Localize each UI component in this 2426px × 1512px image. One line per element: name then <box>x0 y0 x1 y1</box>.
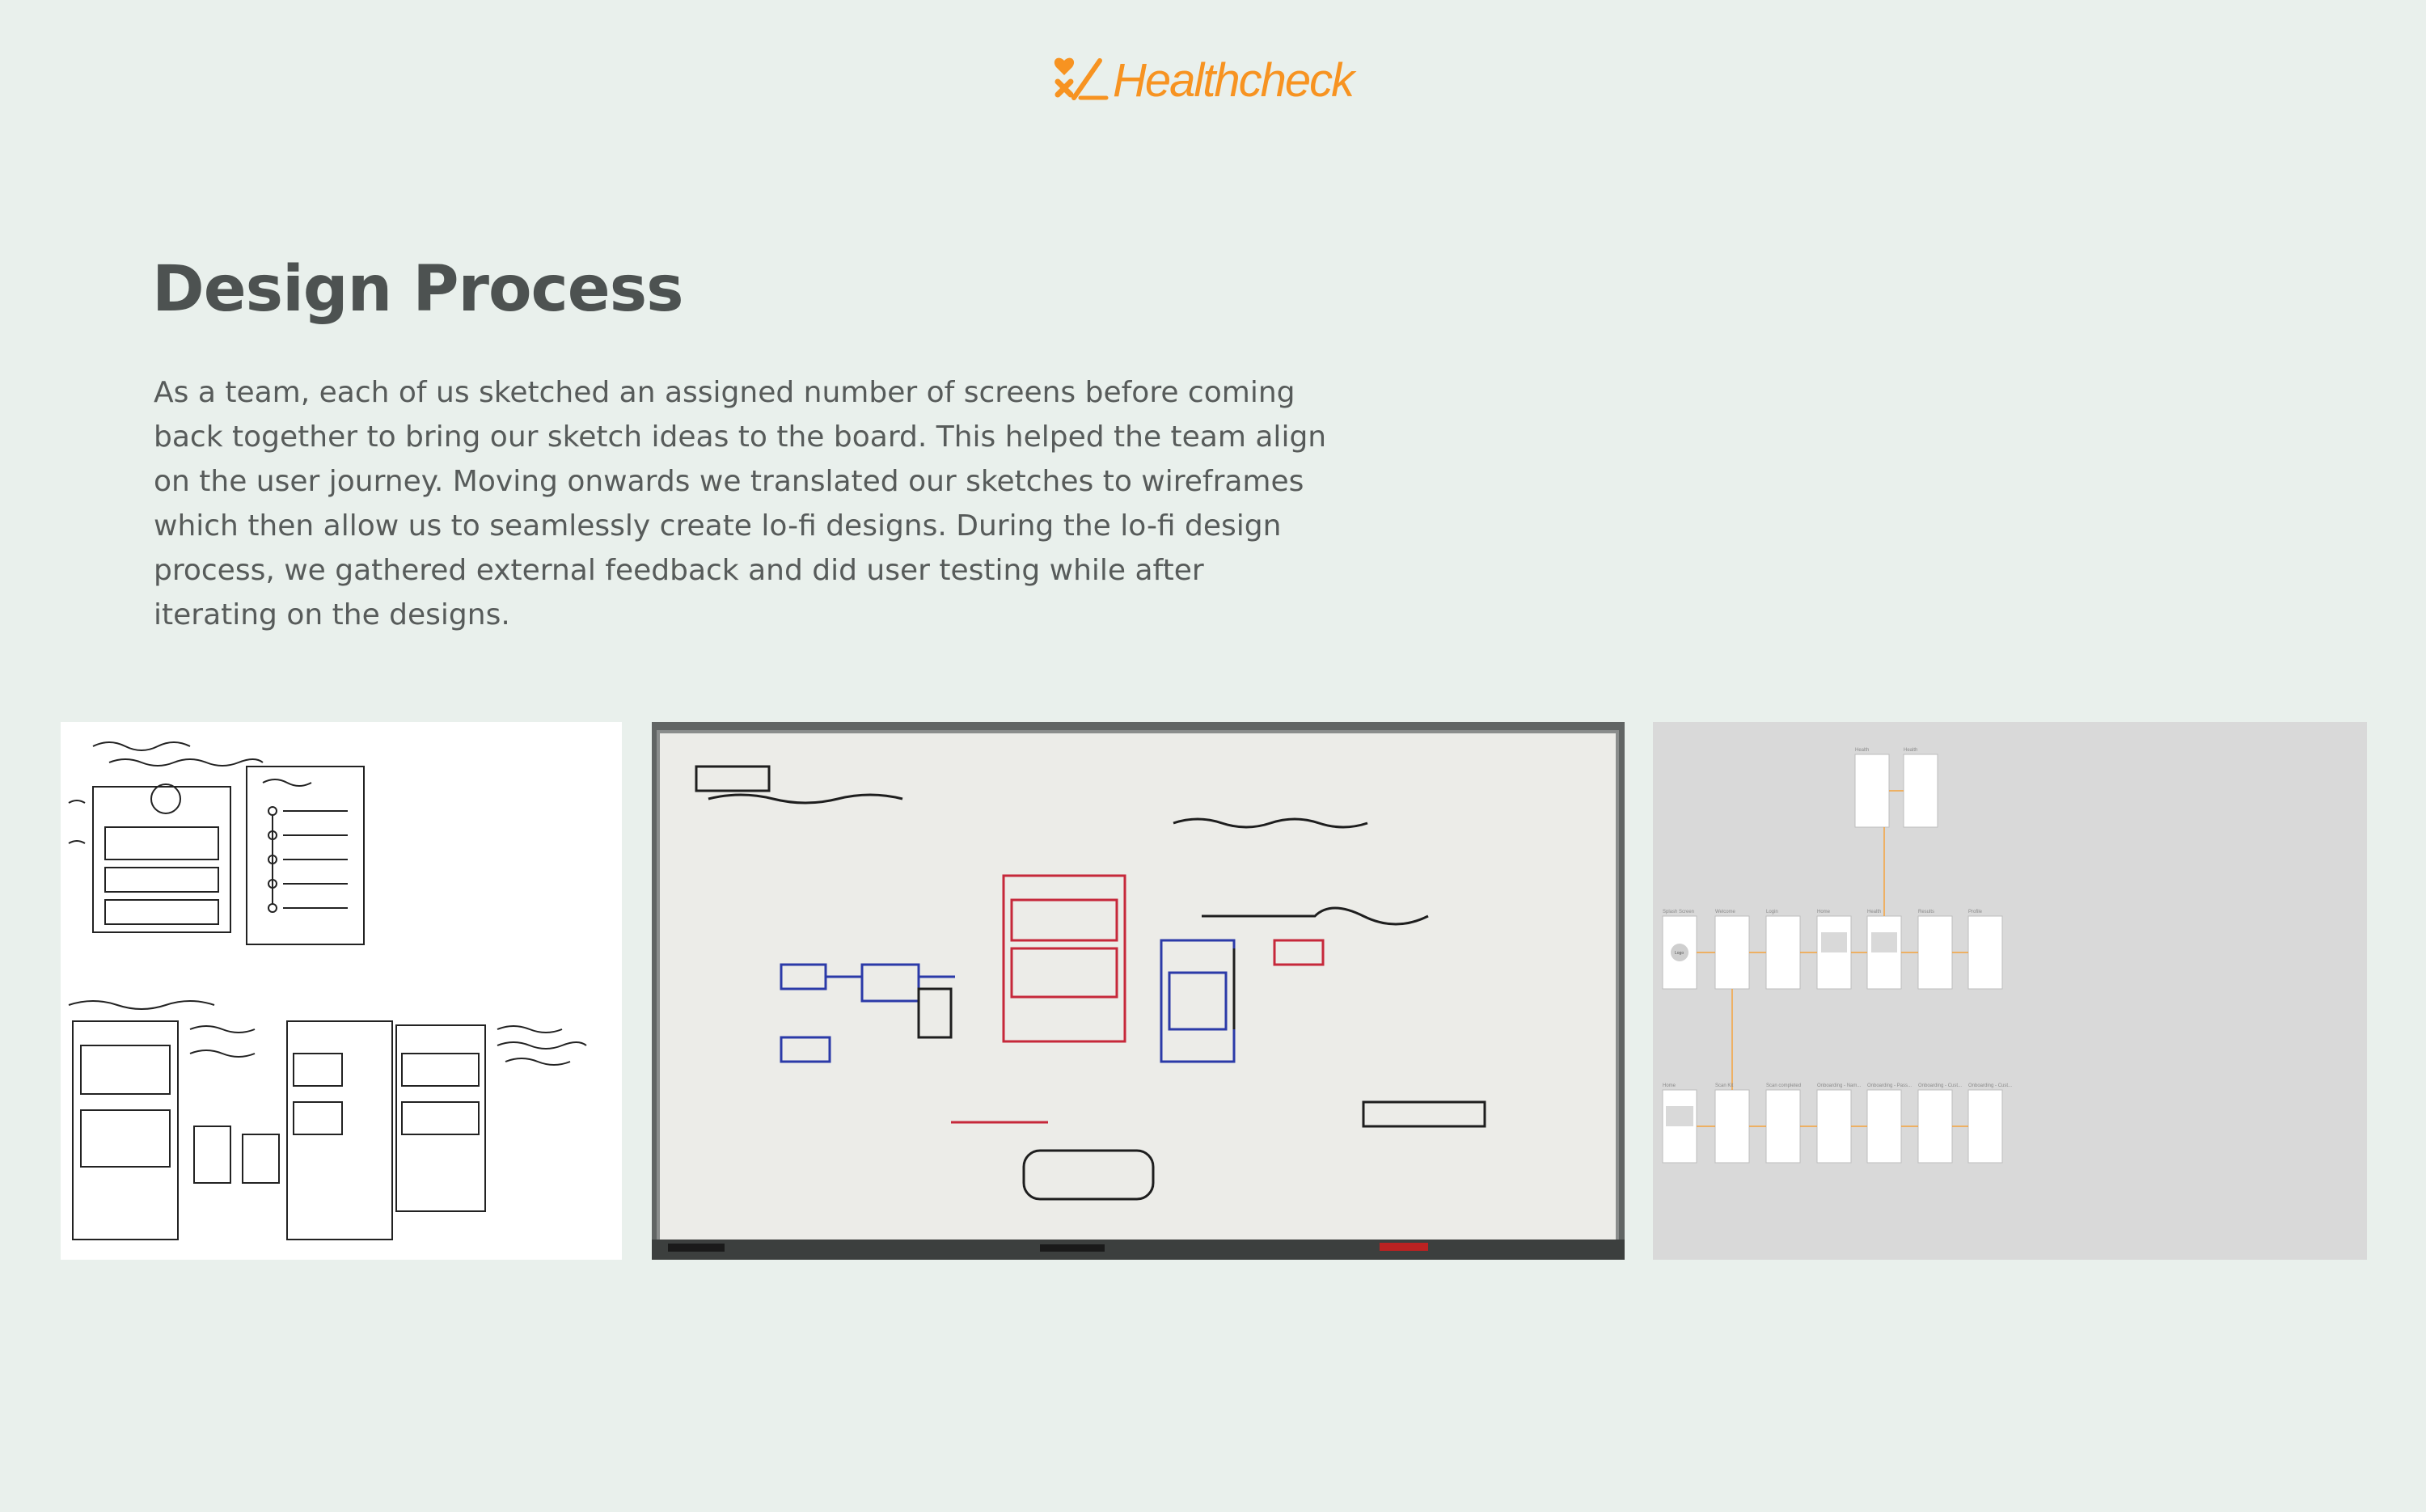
svg-text:Onboarding - Pass...: Onboarding - Pass... <box>1867 1083 1912 1088</box>
svg-text:Onboarding - Nam...: Onboarding - Nam... <box>1817 1083 1862 1088</box>
paper-sketches-image <box>61 722 622 1260</box>
svg-text:Health: Health <box>1904 748 1917 753</box>
page-description: As a team, each of us sketched an assign… <box>154 376 1327 631</box>
svg-text:Health: Health <box>1855 748 1869 753</box>
svg-text:Welcome: Welcome <box>1715 910 1736 914</box>
svg-text:Scan completed: Scan completed <box>1766 1083 1801 1088</box>
whiteboard-photo <box>652 722 1625 1260</box>
lofi-wireframe-flow-image: Splash Screen Welcome Login Home Health … <box>1653 722 2367 1260</box>
svg-text:Health: Health <box>1867 910 1881 914</box>
svg-text:Onboarding - Cust...: Onboarding - Cust... <box>1968 1083 2012 1088</box>
svg-text:Home: Home <box>1817 910 1831 914</box>
svg-text:Onboarding - Cust...: Onboarding - Cust... <box>1918 1083 1962 1088</box>
svg-text:Profile: Profile <box>1968 910 1983 914</box>
svg-text:Logo: Logo <box>1675 951 1684 956</box>
svg-text:Login: Login <box>1766 910 1778 914</box>
svg-text:Results: Results <box>1918 910 1934 914</box>
page-title: Design Process <box>152 253 684 326</box>
svg-text:Home: Home <box>1663 1083 1676 1088</box>
brand-logo[interactable]: Healthcheck <box>1050 47 1376 115</box>
svg-text:Splash Screen: Splash Screen <box>1663 910 1694 914</box>
brand-name: Healthcheck <box>1113 54 1355 107</box>
svg-text:Scan Kit: Scan Kit <box>1715 1083 1734 1088</box>
healthcheck-logo-icon <box>1054 57 1109 100</box>
